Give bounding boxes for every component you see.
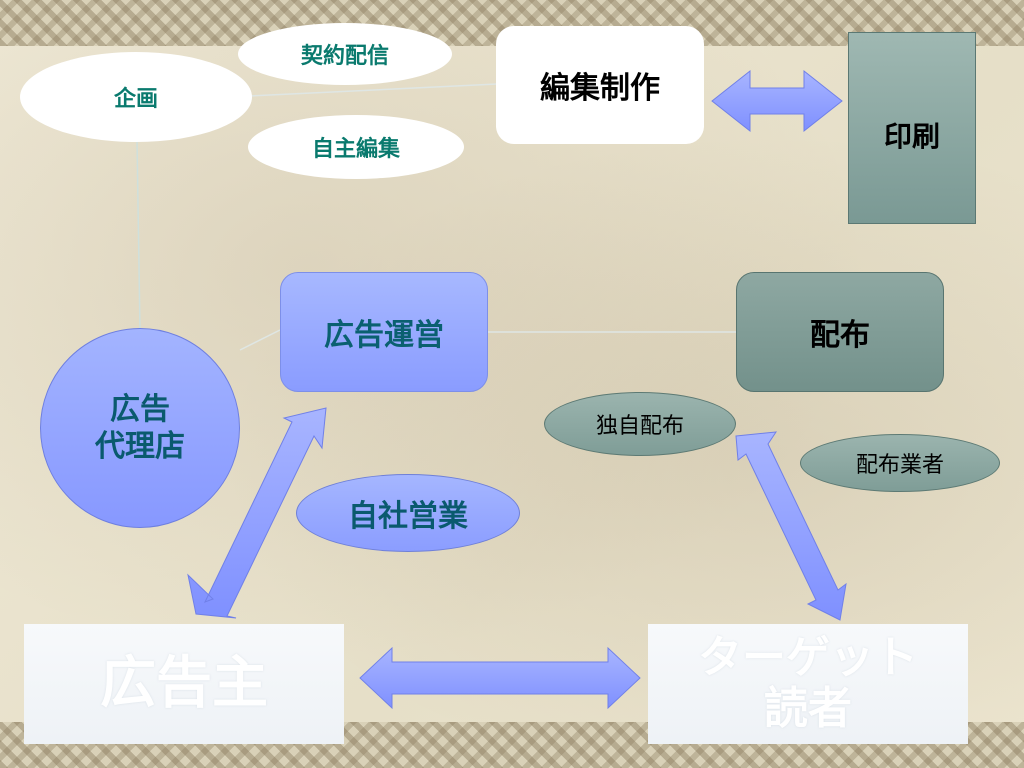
node-dokuji-haifu-label: 独自配布 (595, 414, 684, 439)
connector-kikaku-dairiten (136, 139, 141, 331)
node-haifu-gyosha: 配布業者 (800, 434, 1000, 492)
node-jisha-eigyo: 自社営業 (296, 474, 520, 552)
node-jishu-henshu-label: 自主編集 (311, 137, 400, 162)
node-haifu-label: 配布 (810, 318, 870, 353)
node-kokoku-unei-label: 広告運営 (324, 318, 444, 353)
node-insatsu-label: 印刷 (883, 120, 940, 153)
node-kokoku-unei: 広告運営 (280, 272, 488, 392)
double-arrow-dokuji-dokusha (735, 431, 847, 621)
node-haifu-gyosha-label: 配布業者 (855, 453, 944, 478)
node-jisha-eigyo-label: 自社営業 (348, 499, 468, 534)
node-henshu-seisaku-label: 編集制作 (540, 71, 660, 106)
node-henshu-seisaku: 編集制作 (496, 26, 704, 144)
double-arrow-kokokunushi-dokusha (359, 646, 641, 710)
double-arrow-henshu-insatsu (711, 69, 843, 133)
node-haifu: 配布 (736, 272, 944, 392)
node-jishu-henshu: 自主編集 (248, 115, 464, 179)
node-keiyaku-haishin-label: 契約配信 (300, 44, 389, 69)
node-kokoku-dairiten-label: 広告 代理店 (95, 391, 185, 465)
node-kikaku-label: 企画 (113, 87, 158, 112)
node-dokuji-haifu: 独自配布 (544, 392, 736, 456)
node-kokokunushi: 広告主 (24, 624, 344, 744)
connector-kikaku-henshu (249, 83, 498, 97)
connector-dairiten-unei (239, 329, 281, 351)
node-kokoku-dairiten: 広告 代理店 (40, 328, 240, 528)
node-kokokunushi-label: 広告主 (100, 650, 268, 716)
node-kikaku: 企画 (20, 52, 252, 142)
node-target-dokusha: ターゲット 読者 (648, 624, 968, 744)
double-arrow-kokokunushi-unei-shape (187, 407, 327, 619)
node-keiyaku-haishin: 契約配信 (238, 23, 452, 85)
node-insatsu: 印刷 (848, 32, 976, 224)
node-target-dokusha-label: ターゲット 読者 (698, 632, 918, 734)
